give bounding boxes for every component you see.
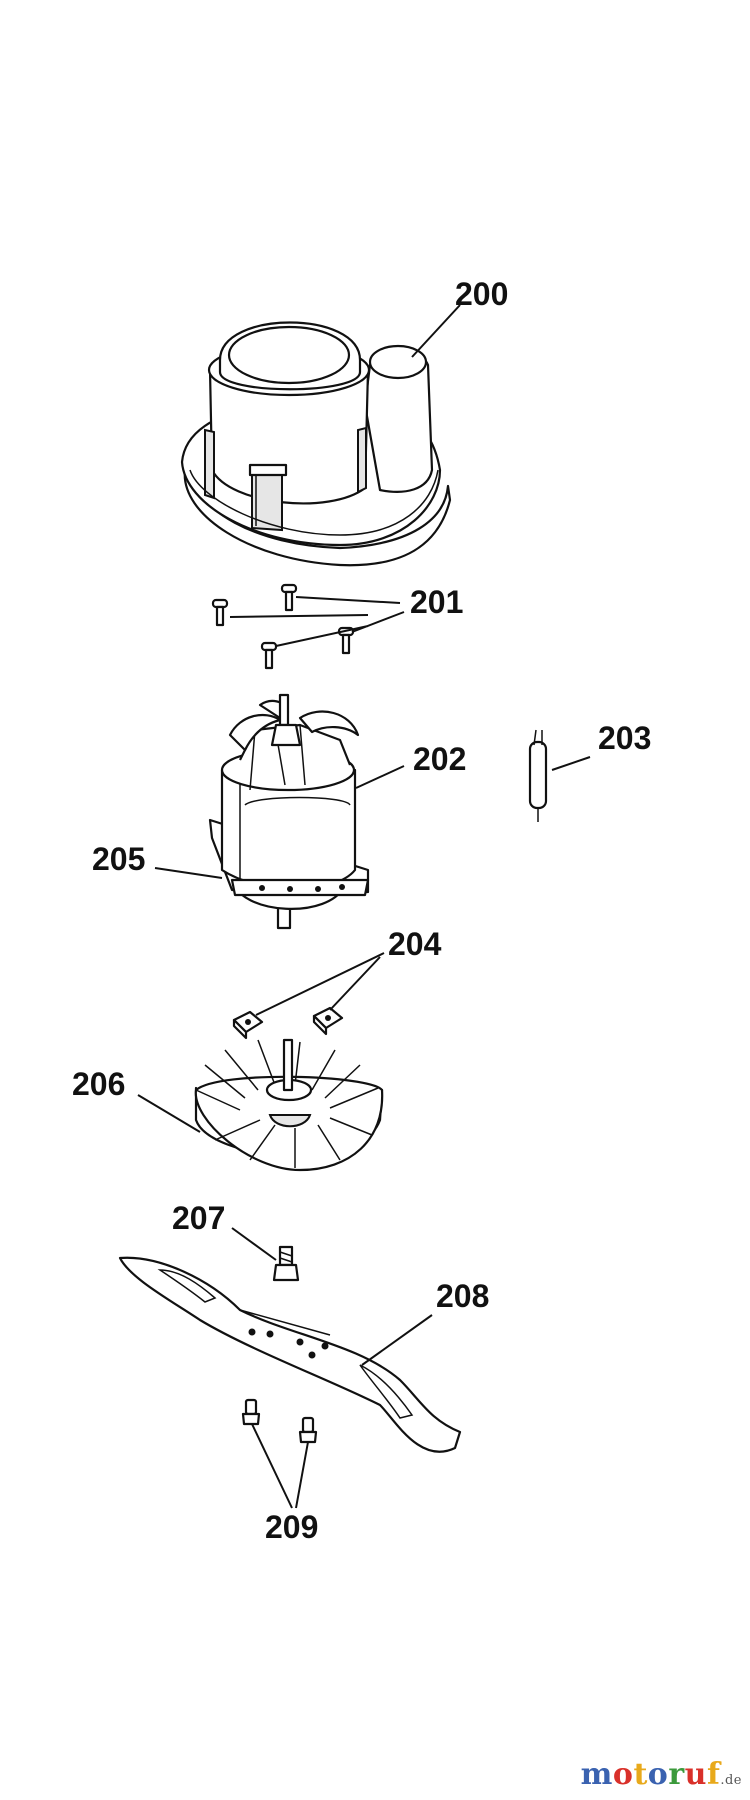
label-202: 202 [413, 741, 466, 777]
blade-bolt [272, 1245, 300, 1282]
capacitor [528, 729, 548, 822]
motoruf-logo: motoruf.de [581, 1757, 742, 1792]
logo-domain-suffix: .de [720, 1773, 742, 1788]
logo-letter: r [668, 1757, 685, 1792]
label-207: 207 [172, 1200, 225, 1236]
label-203: 203 [598, 720, 651, 756]
logo-letter: f [706, 1757, 721, 1792]
leader-207 [231, 1227, 277, 1261]
blade-screws [241, 1398, 318, 1444]
leader-209 [251, 1423, 309, 1509]
motor-cover [180, 321, 452, 567]
leader-205 [255, 952, 385, 1016]
screw [260, 641, 278, 670]
logo-letter: t [633, 1757, 648, 1792]
label-200: 200 [455, 276, 508, 312]
leader-208 [361, 1314, 433, 1366]
logo-letter: o [647, 1757, 669, 1792]
motor [208, 693, 370, 930]
leader-203 [551, 756, 591, 771]
nut [232, 1010, 264, 1040]
leader-200 [411, 304, 461, 358]
label-201: 201 [410, 584, 463, 620]
cover-screws [211, 583, 355, 670]
label-206: 206 [72, 1066, 125, 1102]
screw [298, 1416, 318, 1444]
screw [211, 598, 229, 627]
label-204: 205 [92, 841, 145, 877]
nut [312, 1006, 344, 1036]
leader-204 [154, 867, 223, 879]
leader-201 [229, 596, 405, 647]
label-209: 209 [265, 1509, 318, 1545]
nuts [232, 1006, 344, 1040]
logo-letter: o [612, 1757, 634, 1792]
leader-206 [137, 1094, 201, 1133]
fan [194, 1038, 384, 1172]
blade [118, 1256, 462, 1453]
label-205: 204 [388, 926, 442, 962]
screw [280, 583, 298, 612]
screw [241, 1398, 261, 1426]
logo-letter: m [580, 1757, 613, 1792]
label-208: 208 [436, 1278, 489, 1314]
logo-letter: u [684, 1757, 707, 1792]
leader-202 [355, 765, 405, 789]
